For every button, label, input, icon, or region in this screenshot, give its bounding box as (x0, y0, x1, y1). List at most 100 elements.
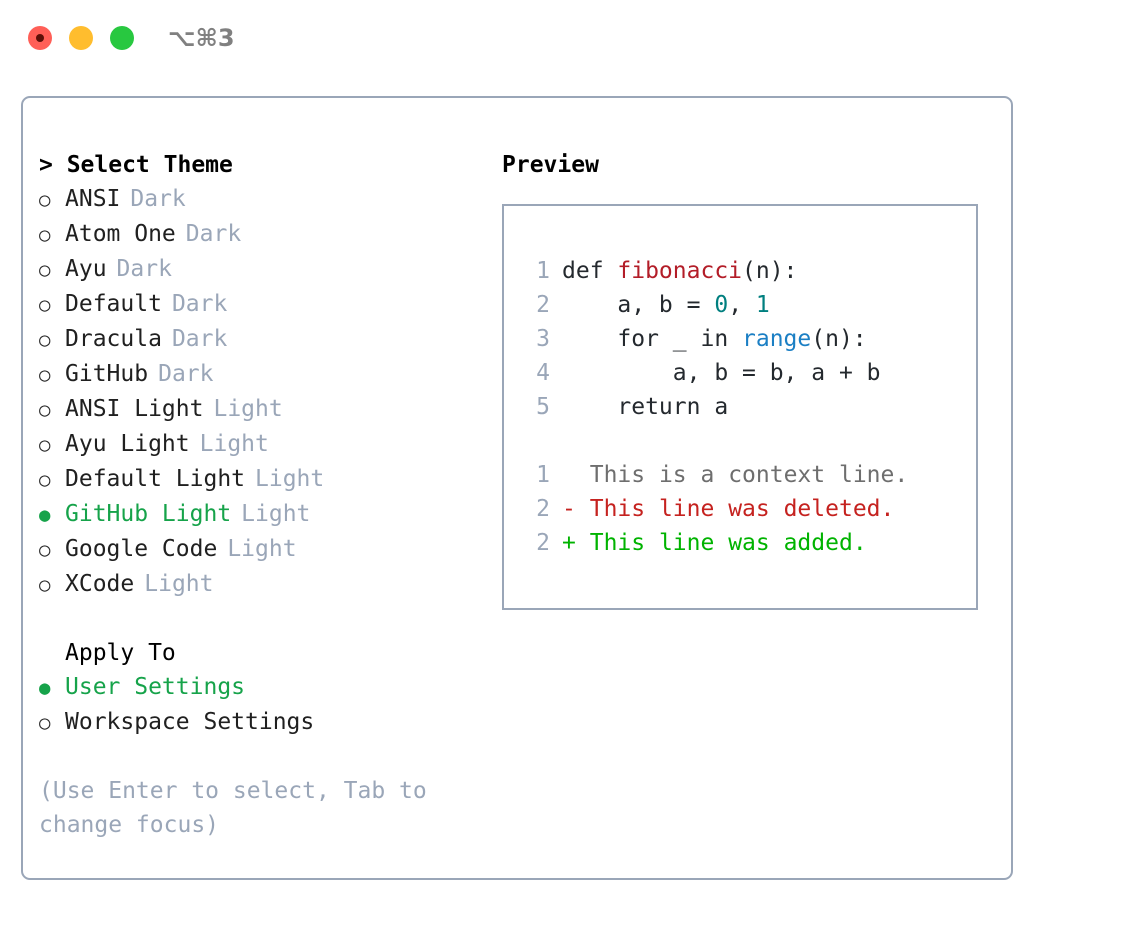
code-line: 1 def fibonacci(n): (504, 254, 976, 288)
theme-option-atom-one[interactable]: ○ Atom One Dark (39, 217, 479, 252)
theme-option-label: Default Light (65, 466, 246, 492)
code-token-plain: (n): (742, 258, 798, 284)
theme-option-dracula[interactable]: ○ Dracula Dark (39, 322, 479, 357)
minimize-button[interactable] (69, 26, 93, 50)
code-line-content: for _ in range(n): (562, 322, 867, 356)
theme-variant-tag: Dark (116, 256, 172, 282)
theme-variant-tag: Dark (130, 186, 186, 212)
radio-selected-icon: ● (39, 677, 51, 699)
radio-unselected-icon: ○ (39, 364, 51, 386)
theme-option-label: Ayu (65, 256, 107, 282)
theme-option-label: Ayu Light (65, 431, 190, 457)
diff-text: This is a context line. (589, 462, 909, 488)
code-line-content: return a (562, 390, 728, 424)
line-number: 2 (536, 530, 550, 556)
diff-marker: - (562, 496, 576, 522)
code-line: 5 return a (504, 390, 976, 424)
code-token-plain: (n): (811, 326, 867, 352)
theme-variant-tag: Light (144, 571, 214, 597)
theme-option-default[interactable]: ○ Default Dark (39, 287, 479, 322)
theme-variant-tag: Light (227, 536, 297, 562)
code-line: 3 for _ in range(n): (504, 322, 976, 356)
code-diff-gap (504, 424, 976, 458)
apply-to-list: ●User Settings ○ Workspace Settings (39, 670, 479, 740)
apply-to-option-user-settings[interactable]: ●User Settings (39, 670, 479, 705)
radio-unselected-icon: ○ (39, 294, 51, 316)
close-button[interactable] (28, 26, 52, 50)
radio-unselected-icon: ○ (39, 539, 51, 561)
theme-variant-tag: Dark (171, 326, 228, 352)
radio-unselected-icon: ○ (39, 189, 51, 211)
radio-unselected-icon: ○ (39, 712, 51, 734)
theme-variant-tag: Dark (185, 221, 242, 247)
window-title-shortcut: ⌥⌘3 (168, 24, 235, 52)
theme-option-label: Dracula (65, 326, 162, 352)
diff-marker: + (562, 530, 576, 556)
theme-variant-tag: Dark (171, 291, 228, 317)
code-token-plain: def (562, 258, 618, 284)
select-theme-heading: > Select Theme (39, 152, 233, 178)
code-token-plain: a, b = b, a + b (562, 360, 881, 386)
diff-line-add: 2 + This line was added. (504, 526, 976, 560)
code-line-content: a, b = 0, 1 (562, 288, 770, 322)
code-line-content: def fibonacci(n): (562, 254, 797, 288)
theme-option-github[interactable]: ○ GitHub Dark (39, 357, 479, 392)
line-number: 3 (536, 326, 550, 352)
diff-line-del: 2- This line was deleted. (504, 492, 976, 526)
diff-sample: 1 This is a context line.2- This line wa… (504, 458, 976, 560)
apply-to-option-label: Workspace Settings (65, 709, 315, 735)
line-number: 4 (536, 360, 550, 386)
code-line: 2 a, b = 0, 1 (504, 288, 976, 322)
keyboard-hint: (Use Enter to select, Tab to change focu… (39, 778, 427, 838)
theme-option-label: ANSI Light (65, 396, 204, 422)
code-token-num: 1 (755, 292, 770, 318)
theme-option-label: GitHub (65, 361, 149, 387)
theme-option-label: Default (65, 291, 162, 317)
radio-unselected-icon: ○ (39, 259, 51, 281)
code-line: 4 a, b = b, a + b (504, 356, 976, 390)
radio-unselected-icon: ○ (39, 224, 51, 246)
diff-spacer (576, 492, 590, 526)
code-line-content: a, b = b, a + b (562, 356, 881, 390)
theme-variant-tag: Dark (158, 361, 214, 387)
code-token-plain: , (728, 292, 756, 318)
theme-option-ayu[interactable]: ○ Ayu Dark (39, 252, 479, 287)
code-token-num: 0 (714, 292, 729, 318)
theme-option-label: GitHub Light (65, 501, 232, 527)
window-controls (28, 26, 134, 50)
code-token-call: range (742, 326, 812, 352)
line-number: 1 (536, 258, 550, 284)
diff-text: This line was deleted. (589, 496, 895, 522)
radio-unselected-icon: ○ (39, 329, 51, 351)
diff-marker (562, 458, 576, 492)
section-spacer (39, 602, 479, 636)
code-token-plain: for _ in (562, 326, 743, 352)
theme-option-label: XCode (65, 571, 135, 597)
code-token-fn: fibonacci (617, 258, 743, 284)
diff-text: This line was added. (589, 530, 867, 556)
theme-option-label: Atom One (65, 221, 176, 247)
apply-to-heading: Apply To (65, 640, 176, 666)
preview-heading: Preview (502, 152, 599, 178)
line-number: 2 (536, 496, 550, 522)
diff-spacer (576, 458, 590, 492)
code-token-plain: a, b = (562, 292, 715, 318)
apply-to-option-workspace-settings[interactable]: ○ Workspace Settings (39, 705, 479, 740)
code-token-plain: return a (562, 394, 729, 420)
line-number: 1 (536, 462, 550, 488)
line-number: 2 (536, 292, 550, 318)
maximize-button[interactable] (110, 26, 134, 50)
theme-variant-tag: Light (241, 501, 311, 527)
diff-line-ctx: 1 This is a context line. (504, 458, 976, 492)
